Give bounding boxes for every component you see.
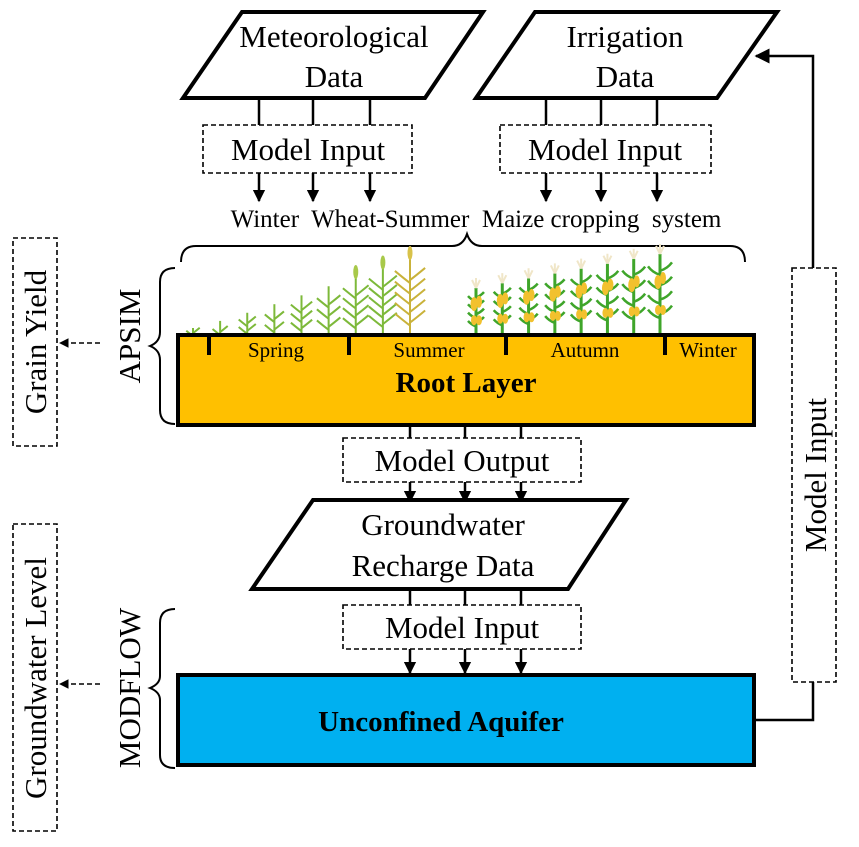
maize-plant [492,273,512,334]
meteorological-data-label-1: Meteorological [239,19,428,54]
wheat-plant [342,264,370,334]
cropping-system-label: Winter Wheat-Summer Maize cropping syste… [231,206,722,233]
model-input-box-left: Model Input [202,124,413,174]
maize-plant [467,278,485,334]
groundwater-recharge-node: Groundwater Recharge Data [248,498,630,591]
season-summer: Summer [393,338,464,362]
root-layer-label: Root Layer [396,367,537,399]
wheat-plant [394,246,426,334]
irrigation-data-label-1: Irrigation [566,19,684,54]
model-input-label-left: Model Input [231,132,386,167]
groundwater-level-label: Groundwater Level [18,557,53,799]
unconfined-aquifer-label: Unconfined Aquifer [318,706,564,738]
maize-plant [569,258,593,334]
irrigation-data-node: Irrigation Data [472,10,781,100]
season-autumn: Autumn [551,338,620,362]
model-input-box-middle: Model Input [342,604,582,650]
root-layer-node: Spring Summer Autumn Winter Root Layer [176,333,756,427]
wheat-plant [211,320,229,336]
meteorological-data-shape [179,10,487,100]
wheat-plant [316,286,341,334]
meteorological-data-node: Meteorological Data [179,10,487,100]
modflow-label: MODFLOW [112,607,147,768]
model-input-arrows-middle [403,649,528,675]
feedback-line-upper [754,48,815,268]
irrigation-data-label-2: Data [596,59,655,94]
feedback-line-lower [754,682,815,722]
grain-yield-box: Grain Yield [12,237,58,447]
feedback-model-input-box [791,267,837,683]
irrigation-data-shape [472,10,781,100]
groundwater-recharge-shape [248,498,630,591]
root-layer-box [176,333,756,427]
model-input-label-right: Model Input [528,132,683,167]
cropping-system-brace [180,230,746,263]
season-spring: Spring [248,338,305,362]
model-input-arrows-top [252,173,664,203]
model-output-box: Model Output [342,437,582,483]
unconfined-aquifer-node: Unconfined Aquifer [176,673,756,767]
wheat-plant [290,295,313,334]
maize-plant [544,263,566,334]
groundwater-recharge-label-1: Groundwater [361,507,525,542]
maize-plant [595,253,620,334]
maize-plant [647,244,673,334]
apsim-brace [147,267,176,425]
meteorological-data-label-2: Data [305,59,364,94]
model-output-label: Model Output [375,443,550,478]
irrigation-connectors [544,98,659,125]
wheat-plant [264,304,285,334]
apsim-label: APSIM [112,289,147,384]
feedback-model-input-label: Model Input [798,398,833,553]
groundwater-level-box: Groundwater Level [12,523,58,832]
feedback-loop: Model Input [754,48,837,722]
modflow-brace [147,608,176,769]
wheat-plant [368,255,398,334]
meteorological-connectors [257,98,372,125]
season-winter: Winter [679,338,736,362]
model-input-box-right: Model Input [499,124,712,174]
maize-plant [518,268,539,334]
maize-plant [621,248,647,334]
grain-yield-label: Grain Yield [18,269,53,414]
wheat-plant [238,312,257,335]
recharge-connectors [408,589,523,607]
model-input-label-middle: Model Input [385,610,540,645]
groundwater-recharge-label-2: Recharge Data [352,548,535,583]
crop-growth-illustration [185,244,673,337]
